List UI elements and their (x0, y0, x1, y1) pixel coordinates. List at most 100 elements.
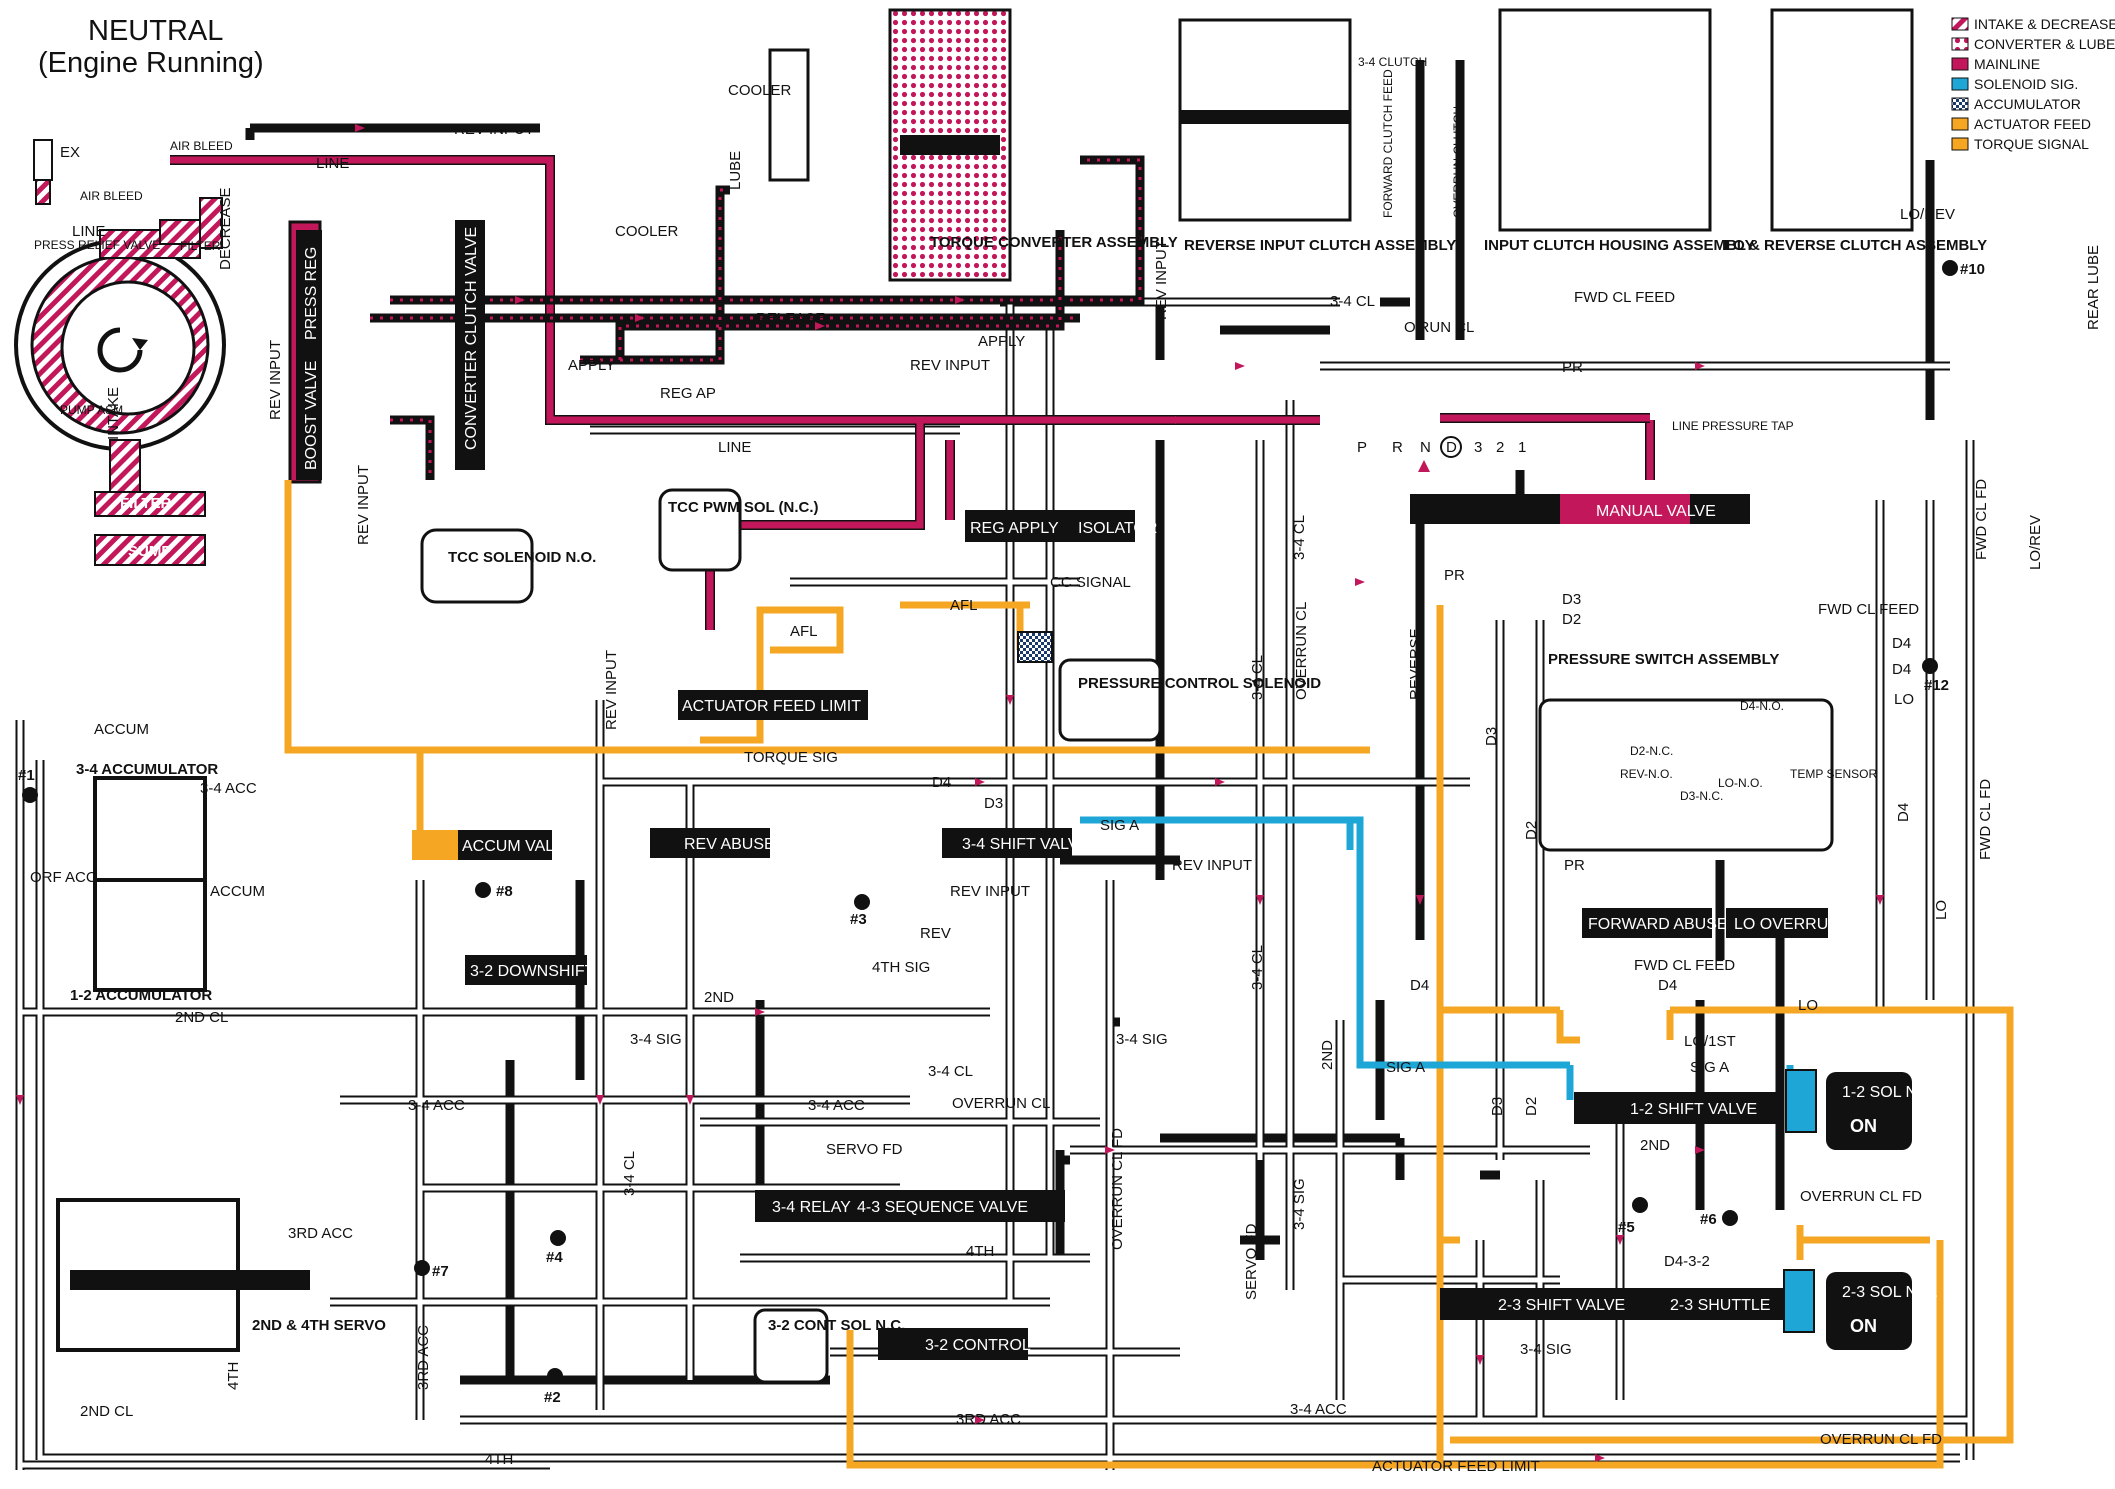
legend-label-converter: CONVERTER & LUBE (1974, 36, 2115, 52)
gear-3: 3 (1474, 439, 1482, 456)
lbl-line-mid: LINE (718, 439, 751, 456)
lbl-2nd-cl-2: 2ND CL (80, 1403, 133, 1420)
lbl-2nd-cl: 2ND CL (175, 1009, 228, 1026)
flow-arrow-icon (1235, 362, 1245, 370)
shuttle-23-valve (1668, 1288, 1783, 1320)
filter-label: FILTER (120, 495, 172, 512)
flow-arrow-icon (755, 1008, 765, 1016)
checkball-2: #2 (544, 1389, 561, 1406)
line-pressure-tap-label: LINE PRESSURE TAP (1672, 419, 1794, 433)
lbl-rev: REV (920, 925, 951, 942)
gear-selector: P R N D 3 2 1 (1357, 436, 1526, 472)
lbl-lo-1st: LO/1ST (1684, 1033, 1736, 1050)
input-clutch-body (1498, 8, 1712, 232)
switch-rev: REV-N.O. (1620, 767, 1673, 781)
reverse-input-label: REVERSE INPUT CLUTCH ASSEMBLY (1184, 237, 1456, 254)
pressure-switch-body (1538, 698, 1834, 852)
accum-valve-label: ACCUM VALVE (462, 838, 574, 855)
intake-label: INTAKE (105, 387, 122, 440)
lbl-3-4-sig-3: 3-4 SIG (1520, 1341, 1572, 1358)
lbl-4th-sig: 4TH SIG (872, 959, 930, 976)
legend-label-accumulator: ACCUMULATOR (1974, 96, 2081, 112)
flow-arrow-icon (1256, 895, 1264, 905)
sump-label: SUMP (128, 543, 171, 560)
control-32-valve (878, 1328, 1028, 1360)
lube-label: LUBE (727, 151, 744, 190)
lbl-d432: D4-3-2 (1664, 1253, 1710, 1270)
flow-arrows (16, 124, 1884, 1462)
air-bleed-label: AIR BLEED (80, 189, 143, 203)
lbl-d4-low-2: D4 (1658, 977, 1677, 994)
gear-d: D (1446, 439, 1457, 456)
actuator-feed-limit-valve (678, 690, 868, 720)
switch-d4: D4-N.O. (1740, 699, 1784, 713)
valves: PRESS REG BOOST VALVE CONVERTER CLUTCH V… (56, 220, 1938, 1384)
lbl-2nd-vert: 2ND (1319, 1040, 1336, 1070)
rotation-arrow-icon (97, 327, 143, 373)
lbl-3-4-acc-2: 3-4 ACC (808, 1097, 865, 1114)
flow-arrow-icon (1355, 578, 1365, 586)
lbl-rear-lube: REAR LUBE (2085, 245, 2102, 330)
lbl-lo: LO (1798, 997, 1818, 1014)
decrease-label: DECREASE (217, 187, 234, 270)
shift-34-valve (942, 828, 1072, 858)
lbl-rev-input-left-2: REV INPUT (355, 465, 372, 545)
selector-pointer-icon (1418, 460, 1430, 472)
pump-assembly (14, 139, 226, 566)
lo-reverse-body (1770, 8, 1914, 232)
lbl-lo-rev: LO/REV (1900, 206, 1955, 223)
manual-valve-label: MANUAL VALVE (1596, 503, 1716, 520)
temp-sensor-label: TEMP SENSOR (1790, 767, 1877, 781)
cooler-label: COOLER (728, 82, 792, 99)
lbl-3-4-cl-vert-3: 3-4 CL (621, 1151, 638, 1196)
flow-arrow-icon (975, 778, 985, 786)
diagram-title: NEUTRAL (88, 15, 223, 47)
tcc-pwm-body (658, 488, 742, 572)
lbl-4th: 4TH (966, 1243, 994, 1260)
lbl-lo-vert: LO (1933, 900, 1950, 920)
actuator-feed-limit-label: ACTUATOR FEED LIMIT (682, 698, 861, 715)
flow-arrow-icon (355, 124, 365, 132)
lbl-3rd-acc: 3RD ACC (288, 1225, 353, 1242)
input-clutch-label: INPUT CLUTCH HOUSING ASSEMBLY (1484, 237, 1755, 254)
lbl-d4-right-2: D4 (1892, 661, 1911, 678)
boost-valve-label: BOOST VALVE (303, 361, 320, 470)
legend-swatch-accumulator (1951, 97, 1969, 111)
legend-swatch-mainline (1951, 57, 1969, 71)
press-relief-label: PRESS RELIEF VALVE (34, 238, 160, 252)
lbl-3-4-sig-2: 3-4 SIG (1116, 1031, 1168, 1048)
legend-swatch-intake (1951, 17, 1969, 31)
shift-23-label: 2-3 SHIFT VALVE (1498, 1297, 1625, 1314)
sol-32-label: 3-2 CONT SOL N.C. (768, 1317, 905, 1334)
lbl-d3-mid: D3 (984, 795, 1003, 812)
gear-p: P (1357, 439, 1367, 456)
lbl-forward-clutch-feed: FORWARD CLUTCH FEED (1381, 69, 1395, 218)
checkballs: #1 #2 #3 #4 #5 #6 #7 #8 #10 #12 (18, 260, 1985, 1406)
legend-label-torque: TORQUE SIGNAL (1974, 136, 2089, 152)
flow-arrow-icon (1476, 1355, 1484, 1365)
control-32-label: 3-2 CONTROL (925, 1337, 1031, 1354)
lbl-3-4-clutch: 3-4 CLUTCH (1358, 55, 1427, 69)
lbl-fwd-cl-fd-2: FWD CL FD (1977, 779, 1994, 860)
pressure-switch-label: PRESSURE SWITCH ASSEMBLY (1548, 651, 1779, 668)
accum-12-label: 1-2 ACCUMULATOR (70, 987, 212, 1004)
lbl-apply-2: APPLY (568, 357, 615, 374)
lbl-cc-signal: CC SIGNAL (1050, 574, 1131, 591)
checkball-6: #6 (1700, 1211, 1717, 1228)
lbl-d2-vert-2: D2 (1523, 1097, 1540, 1116)
lbl-orun-cl: O'RUN CL (1404, 319, 1474, 336)
legend-label-mainline: MAINLINE (1974, 56, 2040, 72)
pump-label: PUMP ASM. (60, 403, 126, 417)
checkball-10: #10 (1960, 261, 1985, 278)
checkball-5: #5 (1618, 1219, 1635, 1236)
lbl-d4-vert: D4 (1895, 803, 1912, 822)
press-reg-label: PRESS REG (303, 247, 320, 340)
relay-sequence-valve (755, 1190, 1065, 1222)
flow-arrow-icon (635, 314, 645, 322)
shift-12-label: 1-2 SHIFT VALVE (1630, 1101, 1757, 1118)
lbl-d3: D3 (1562, 591, 1581, 608)
lbl-reverse-vert: REVERSE (1407, 628, 1424, 700)
lbl-apply: APPLY (978, 333, 1025, 350)
legend-label-solenoid: SOLENOID SIG. (1974, 76, 2078, 92)
